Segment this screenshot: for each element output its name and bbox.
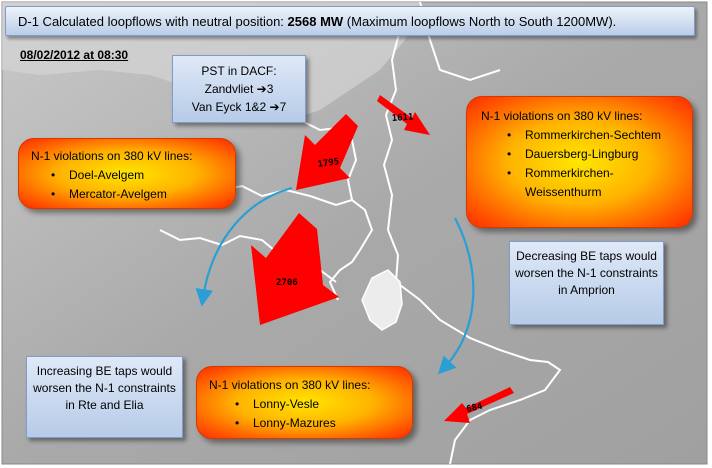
flow-label-1795: 1795 <box>317 157 340 170</box>
note-increasing-taps: Increasing BE taps would worsen the N-1 … <box>26 356 183 438</box>
pst-zandvliet: Zandvliet ➔3 <box>204 82 274 96</box>
flow-label-2706: 2706 <box>276 278 298 288</box>
violations-list: Doel-Avelgem Mercator-Avelgem <box>31 166 225 204</box>
pst-vaneyck: Van Eyck 1&2 ➔7 <box>191 100 287 114</box>
list-item: Rommerkirchen-Weissenthurm <box>481 164 684 202</box>
list-item: Dauersberg-Lingburg <box>481 145 684 164</box>
violations-box-right: N-1 violations on 380 kV lines: Rommerki… <box>466 96 693 228</box>
violations-heading: N-1 violations on 380 kV lines: <box>31 149 193 163</box>
title-prefix: D-1 Calculated loopflows with neutral po… <box>18 14 288 29</box>
list-item: Rommerkirchen-Sechtem <box>481 126 684 145</box>
violations-box-bottom: N-1 violations on 380 kV lines: Lonny-Ve… <box>196 366 413 439</box>
loop-arrow-left <box>195 186 293 307</box>
flow-arrow-1795 <box>296 114 358 190</box>
violations-list: Lonny-Vesle Lonny-Mazures <box>209 395 404 433</box>
violations-heading: N-1 violations on 380 kV lines: <box>481 109 643 123</box>
list-item: Mercator-Avelgem <box>31 185 225 204</box>
border-line <box>382 29 401 283</box>
arrow-right-icon: ➔ <box>256 82 267 96</box>
title-value: 2568 MW <box>287 14 344 29</box>
flow-arrow-1611 <box>377 95 430 135</box>
flow-arrow-2706 <box>251 213 339 325</box>
list-item: Lonny-Mazures <box>209 414 404 433</box>
flow-arrow-684 <box>444 387 514 423</box>
border-line <box>395 281 562 465</box>
flow-label-684: 684 <box>466 402 485 415</box>
arrow-right-icon: ➔ <box>269 100 280 114</box>
flow-label-1611: 1611 <box>392 113 414 124</box>
note-decreasing-taps: Decreasing BE taps would worsen the N-1 … <box>509 241 664 325</box>
luxembourg-area <box>361 269 403 331</box>
list-item: Doel-Avelgem <box>31 166 225 185</box>
list-item: Lonny-Vesle <box>209 395 404 414</box>
violations-box-left: N-1 violations on 380 kV lines: Doel-Ave… <box>18 138 236 209</box>
violations-list: Rommerkirchen-Sechtem Dauersberg-Lingbur… <box>481 126 684 202</box>
title-suffix: (Maximum loopflows North to South 1200MW… <box>343 14 617 29</box>
title-bar: D-1 Calculated loopflows with neutral po… <box>5 6 695 36</box>
pst-box: PST in DACF: Zandvliet ➔3 Van Eyck 1&2 ➔… <box>172 55 306 123</box>
date-label: 08/02/2012 at 08:30 <box>20 48 129 62</box>
pst-heading: PST in DACF: <box>201 64 277 78</box>
loop-arrow-right <box>437 217 475 375</box>
violations-heading: N-1 violations on 380 kV lines: <box>209 378 371 392</box>
